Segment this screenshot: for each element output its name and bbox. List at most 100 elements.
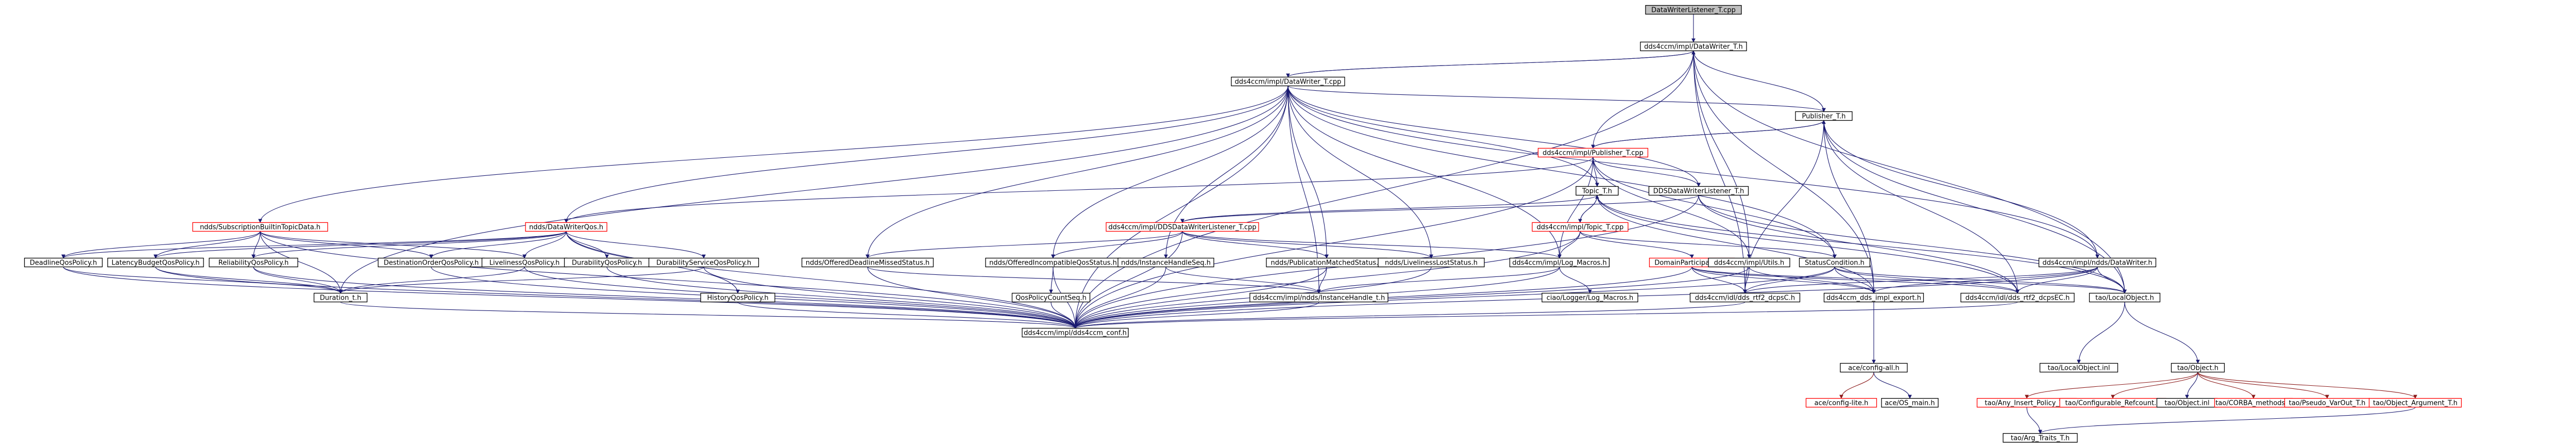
include-edge <box>154 231 261 259</box>
edge-line <box>1580 194 1599 223</box>
node-label: dds4ccm/idl/dds_rtf2_dcpsEC.h <box>1965 294 2070 302</box>
include-edge <box>1073 302 2018 329</box>
graph-node-inst-handle-t[interactable]: dds4ccm/impl/ndds/InstanceHandle_t.h <box>1249 292 1388 303</box>
edge-line <box>1165 267 1321 294</box>
graph-node-inst-handle-seq[interactable]: ndds/InstanceHandleSeq.h <box>1117 257 1214 268</box>
graph-node-dds-dwl-t-cpp[interactable]: dds4ccm/impl/DDSDataWriterListener_T.cpp <box>1106 222 1259 232</box>
edge-line <box>1073 231 1581 329</box>
graph-node-ndds-dwqos[interactable]: ndds/DataWriterQos.h <box>525 222 607 232</box>
edge-line <box>1580 231 1694 259</box>
node-box <box>1106 222 1259 232</box>
node-box <box>1378 257 1485 268</box>
include-edge <box>1823 120 1876 294</box>
node-box <box>1708 257 1790 268</box>
graph-node-durability[interactable]: DurabilityQosPolicy.h <box>564 257 650 268</box>
edge-line <box>1592 157 1837 259</box>
graph-node-deadline[interactable]: DeadlineQosPolicy.h <box>24 257 103 268</box>
node-box <box>1249 292 1388 303</box>
include-edge <box>866 231 1183 259</box>
edge-line <box>1073 267 1166 329</box>
include-edge <box>1073 267 1327 329</box>
graph-node-ddsc-h[interactable]: dds4ccm/idl/dds_rtf2_dcpsC.h <box>1689 292 1801 303</box>
graph-node-tao-object-h[interactable]: tao/Object.h <box>2171 363 2225 373</box>
graph-node-durability-svc[interactable]: DurabilityServiceQosPolicy.h <box>648 257 759 268</box>
edge-line <box>155 267 343 294</box>
graph-node-ace-config[interactable]: ace/config-all.h <box>1840 363 1908 373</box>
node-box <box>2038 257 2157 268</box>
edge-line <box>63 267 343 294</box>
graph-node-tao-pseudo-varout[interactable]: tao/Pseudo_VarOut_T.h <box>2284 398 2370 408</box>
graph-node-ace-config-lite[interactable]: ace/config-lite.h <box>1805 398 1877 408</box>
graph-node-duration-t[interactable]: Duration_t.h <box>313 292 368 303</box>
node-label: QosPolicyCountSeq.h <box>1015 294 1087 302</box>
include-edge <box>1164 86 1289 259</box>
graph-node-tao-object-inl[interactable]: tao/Object.inl <box>2156 398 2218 408</box>
graph-node-ndds-dw-h[interactable]: dds4ccm/impl/ndds/DataWriter.h <box>2038 257 2157 268</box>
graph-node-liveliness-lost[interactable]: ndds/LivelinessLostStatus.h <box>1378 257 1485 268</box>
include-edge <box>1557 157 1594 259</box>
graph-node-ciao-logger[interactable]: ciao/Logger/Log_Macros.h <box>1541 292 1638 303</box>
graph-node-local-object[interactable]: tao/LocalObject.h <box>2089 292 2161 303</box>
graph-node-off-incompat[interactable]: ndds/OfferedIncompatibleQosStatus.h <box>985 257 1121 268</box>
graph-node-dest-order[interactable]: DestinationOrderQosPolicy.h <box>378 257 485 268</box>
include-edge <box>61 231 261 259</box>
graph-node-sub-builtin[interactable]: ndds/SubscriptionBuiltinTopicData.h <box>192 222 328 232</box>
node-box <box>1823 292 1924 303</box>
graph-node-tao-object-arg[interactable]: tao/Object_Argument_T.h <box>2368 398 2462 408</box>
graph-node-ace-os-main[interactable]: ace/OS_main.h <box>1881 398 1939 408</box>
graph-node-dds4ccm-conf[interactable]: dds4ccm/impl/dds4ccm_conf.h <box>1022 327 1129 338</box>
edge-line <box>63 267 1077 329</box>
graph-node-tao-arg-traits[interactable]: tao/Arg_Traits_T.h <box>2003 433 2078 443</box>
node-label: StatusCondition.h <box>1805 259 1865 267</box>
graph-node-root: DataWriterListener_T.cpp <box>1645 5 1742 15</box>
edge-line <box>1823 120 2020 294</box>
edge-line <box>1597 195 1876 294</box>
edge-line <box>867 267 1077 329</box>
graph-node-publisher-t-cpp[interactable]: dds4ccm/impl/Publisher_T.cpp <box>1537 147 1649 158</box>
graph-node-dds-impl-export[interactable]: dds4ccm_dds_impl_export.h <box>1823 292 1924 303</box>
graph-node-log-macros[interactable]: dds4ccm/impl/Log_Macros.h <box>1509 257 1610 268</box>
node-label: DataWriterListener_T.cpp <box>1651 7 1736 14</box>
graph-node-utils-h[interactable]: dds4ccm/impl/Utils.h <box>1708 257 1790 268</box>
graph-node-topic-t-cpp[interactable]: dds4ccm/impl/Topic_T.cpp <box>1532 222 1629 232</box>
node-label: ace/OS_main.h <box>1885 400 1935 407</box>
include-edge <box>2077 302 2125 364</box>
graph-node-qos-count-seq[interactable]: QosPolicyCountSeq.h <box>1011 292 1091 303</box>
include-edge <box>1691 267 1747 294</box>
graph-node-off-deadline[interactable]: ndds/OfferedDeadlineMissedStatus.h <box>801 257 934 268</box>
graph-node-pub-matched[interactable]: ndds/PublicationMatchedStatus.h <box>1266 257 1387 268</box>
graph-node-tao-configurable[interactable]: tao/Configurable_Refcount.h <box>2059 398 2166 408</box>
node-label: dds4ccm/impl/Log_Macros.h <box>1512 259 1607 267</box>
include-edge <box>1287 86 1837 259</box>
node-box <box>1689 292 1801 303</box>
edge-line <box>253 267 343 294</box>
node-label: Duration_t.h <box>320 294 361 302</box>
include-edge <box>1823 120 2127 294</box>
edge-line <box>1693 51 1876 294</box>
graph-node-tao-local-object-inl[interactable]: tao/LocalObject.inl <box>2039 363 2119 373</box>
graph-node-dw-t-cpp[interactable]: dds4ccm/impl/DataWriter_T.cpp <box>1231 76 1345 87</box>
graph-node-dw-t-h[interactable]: dds4ccm/impl/DataWriter_T.h <box>1640 41 1747 52</box>
graph-node-history[interactable]: HistoryQosPolicy.h <box>700 292 775 303</box>
graph-node-liveliness[interactable]: LivelinessQosPolicy.h <box>481 257 568 268</box>
include-edge <box>1287 86 1329 259</box>
graph-node-tao-corba-methods[interactable]: tao/CORBA_methods.h <box>2214 398 2293 408</box>
node-box <box>648 257 759 268</box>
graph-node-status-condition[interactable]: StatusCondition.h <box>1799 257 1871 268</box>
graph-node-publisher-t-h[interactable]: Publisher_T.h <box>1795 111 1853 121</box>
edge-line <box>1592 50 1696 149</box>
edge-line <box>1287 86 2099 259</box>
graph-node-reliability[interactable]: ReliabilityQosPolicy.h <box>209 257 298 268</box>
include-edge <box>1165 267 1321 294</box>
graph-node-dds-dwl-t-h[interactable]: DDSDataWriterListener_T.h <box>1648 186 1749 196</box>
include-edge <box>154 231 567 259</box>
include-edge <box>1073 86 1289 329</box>
graph-node-latency[interactable]: LatencyBudgetQosPolicy.h <box>107 257 204 268</box>
edge-line <box>1287 86 1701 187</box>
include-edge <box>338 267 525 294</box>
graph-node-ddsec-h[interactable]: dds4ccm/idl/dds_rtf2_dcpsEC.h <box>1960 292 2075 303</box>
graph-node-topic-t-h[interactable]: Topic_T.h <box>1575 186 1619 196</box>
include-edge <box>1597 195 1876 294</box>
include-edge <box>1073 302 1745 329</box>
node-label: tao/LocalObject.h <box>2095 294 2154 302</box>
